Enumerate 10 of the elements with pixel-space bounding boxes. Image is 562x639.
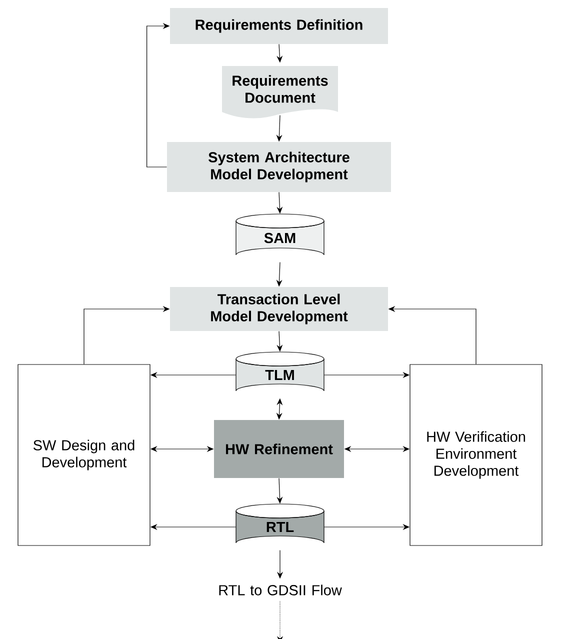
process-box: HW Verification Environment Development: [410, 364, 542, 546]
database-cylinder: TLM: [236, 352, 324, 392]
process-box: HW Refinement: [214, 420, 344, 478]
flow-text: RTL to GDSII Flow: [219, 584, 342, 596]
database-cylinder: SAM: [236, 214, 324, 256]
process-box: Transaction Level Model Development: [170, 287, 388, 331]
process-box: SW Design and Development: [18, 364, 150, 546]
database-cylinder: RTL: [236, 504, 324, 544]
process-box: Requirements Definition: [170, 8, 388, 44]
process-box: System Architecture Model Development: [167, 142, 391, 192]
